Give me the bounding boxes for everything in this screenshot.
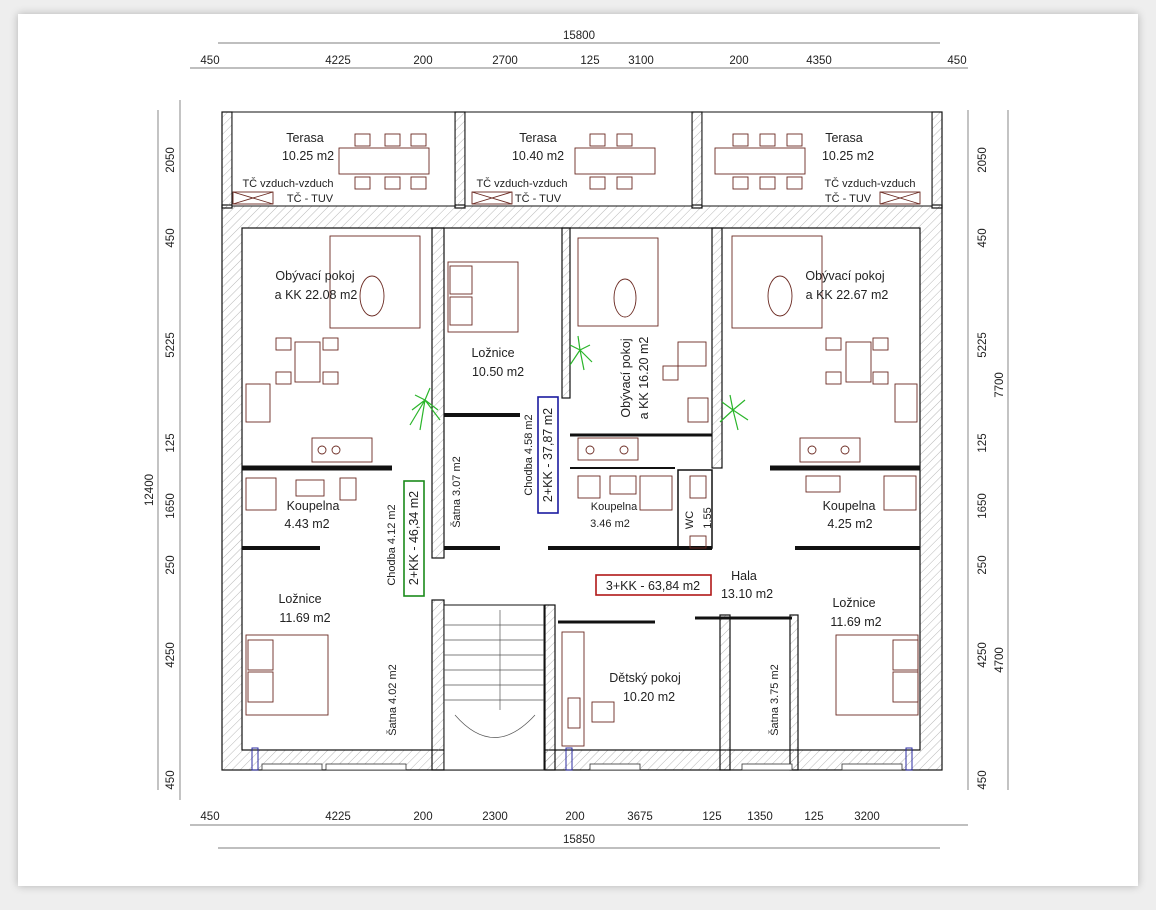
dim-bottom-9: 3200 (854, 811, 880, 823)
dim-bottom-7: 1350 (747, 811, 773, 823)
dim-right-7: 450 (977, 770, 989, 789)
terasa-left-hp1: TČ vzduch-vzduch (242, 177, 333, 190)
drawing-sheet: 15800 450 4225 200 2700 125 3100 200 435… (18, 14, 1138, 886)
detsky-area: 10.20 m2 (623, 690, 675, 704)
living-mid-name: Obývací pokoj (619, 338, 633, 417)
dim-right-3: 125 (977, 433, 989, 452)
living-right-name: Obývací pokoj (805, 269, 884, 283)
hala-area: 13.10 m2 (721, 587, 773, 601)
dim-bottom-1: 4225 (325, 811, 351, 823)
dim-left-2: 5225 (165, 332, 177, 358)
detsky-name: Dětský pokoj (609, 671, 681, 685)
room-labels: Terasa 10.25 m2 TČ vzduch-vzduch TČ - TU… (242, 131, 915, 736)
chodba-mid: Chodba 4.58 m2 (523, 414, 535, 495)
koupelna-left-name: Koupelna (287, 499, 340, 513)
dim-bottom-3: 2300 (482, 811, 508, 823)
furniture (232, 133, 921, 747)
living-left-name: Obývací pokoj (275, 269, 354, 283)
dim-top-2: 200 (413, 55, 432, 67)
dim-top-3: 2700 (492, 55, 518, 67)
satna-left: Šatna 4.02 m2 (386, 664, 399, 736)
dim-top-6: 200 (729, 55, 748, 67)
dim-top-4: 125 (580, 55, 599, 67)
dimension-lines: 15800 450 4225 200 2700 125 3100 200 435… (144, 30, 1009, 849)
satna-right: Šatna 3.75 m2 (768, 664, 781, 736)
dim-bottom-2: 200 (413, 811, 432, 823)
dim-left-5: 250 (165, 555, 177, 574)
loznice-left-name: Ložnice (278, 592, 321, 606)
dim-right-4: 1650 (977, 493, 989, 519)
dim-right-1: 450 (977, 228, 989, 247)
terasa-left-area: 10.25 m2 (282, 149, 334, 163)
wc-name: WC (684, 511, 696, 529)
dim-left-1: 450 (165, 228, 177, 247)
dim-left-6: 4250 (165, 642, 177, 668)
dim-top-8: 450 (947, 55, 966, 67)
walls (221, 111, 943, 771)
terasa-mid-name: Terasa (519, 131, 557, 145)
dim-right-total-lower: 4700 (994, 647, 1006, 673)
terasa-right-hp2: TČ - TUV (825, 192, 872, 205)
loznice-mid-area: 10.50 m2 (472, 365, 524, 379)
dim-right-6: 4250 (977, 642, 989, 668)
loznice-right-name: Ložnice (832, 596, 875, 610)
dim-top-0: 450 (200, 55, 219, 67)
koupelna-left-area: 4.43 m2 (284, 517, 329, 531)
dim-bottom-5: 3675 (627, 811, 653, 823)
dim-left-4: 1650 (165, 493, 177, 519)
koupelna-mid-name: Koupelna (591, 501, 638, 513)
koupelna-right-area: 4.25 m2 (827, 517, 872, 531)
dim-left-total: 12400 (144, 474, 156, 506)
terasa-right-area: 10.25 m2 (822, 149, 874, 163)
dim-left-0: 2050 (165, 147, 177, 173)
unit-left-box (403, 480, 425, 597)
dim-top-total: 15800 (563, 30, 595, 42)
dim-top-5: 3100 (628, 55, 654, 67)
living-right-area: a KK 22.67 m2 (806, 288, 889, 302)
dim-top-1: 4225 (325, 55, 351, 67)
unit-left-label: 2+KK - 46,34 m2 (407, 491, 421, 585)
koupelna-right-name: Koupelna (823, 499, 876, 513)
terasa-mid-hp2: TČ - TUV (515, 192, 562, 205)
dim-left-3: 125 (165, 433, 177, 452)
dim-bottom-8: 125 (804, 811, 823, 823)
chodba-left: Chodba 4.12 m2 (386, 504, 398, 585)
terasa-left-name: Terasa (286, 131, 324, 145)
terasa-mid-area: 10.40 m2 (512, 149, 564, 163)
unit-mid-label: 2+KK - 37,87 m2 (541, 408, 555, 502)
living-left-area: a KK 22.08 m2 (275, 288, 358, 302)
dim-right-total-upper: 7700 (994, 372, 1006, 398)
dim-right-5: 250 (977, 555, 989, 574)
dim-bottom-6: 125 (702, 811, 721, 823)
koupelna-mid-area: 3.46 m2 (590, 518, 630, 530)
dim-bottom-total: 15850 (563, 834, 595, 846)
terasa-right-hp1: TČ vzduch-vzduch (824, 177, 915, 190)
loznice-left-area: 11.69 m2 (279, 611, 330, 625)
dim-bottom-4: 200 (565, 811, 584, 823)
unit-labels: 2+KK - 46,34 m2 2+KK - 37,87 m2 3+KK - 6… (403, 396, 712, 597)
dim-left-7: 450 (165, 770, 177, 789)
wc-area: 1.55 (702, 507, 714, 528)
loznice-right-area: 11.69 m2 (830, 615, 881, 629)
terasa-left-hp2: TČ - TUV (287, 192, 334, 205)
loznice-mid-name: Ložnice (471, 346, 514, 360)
dim-bottom-0: 450 (200, 811, 219, 823)
unit-right-box (595, 574, 712, 596)
dim-right-2: 5225 (977, 332, 989, 358)
unit-mid-box (537, 396, 559, 514)
dim-top-7: 4350 (806, 55, 832, 67)
terasa-mid-hp1: TČ vzduch-vzduch (476, 177, 567, 190)
plant-icon (409, 335, 749, 431)
terasa-right-name: Terasa (825, 131, 863, 145)
dim-right-0: 2050 (977, 147, 989, 173)
living-mid-area: a KK 16.20 m2 (637, 337, 651, 420)
unit-right-label: 3+KK - 63,84 m2 (606, 579, 700, 593)
floor-plan: 15800 450 4225 200 2700 125 3100 200 435… (144, 30, 1009, 849)
hala-name: Hala (731, 569, 757, 583)
satna-mid: Šatna 3.07 m2 (450, 456, 463, 528)
